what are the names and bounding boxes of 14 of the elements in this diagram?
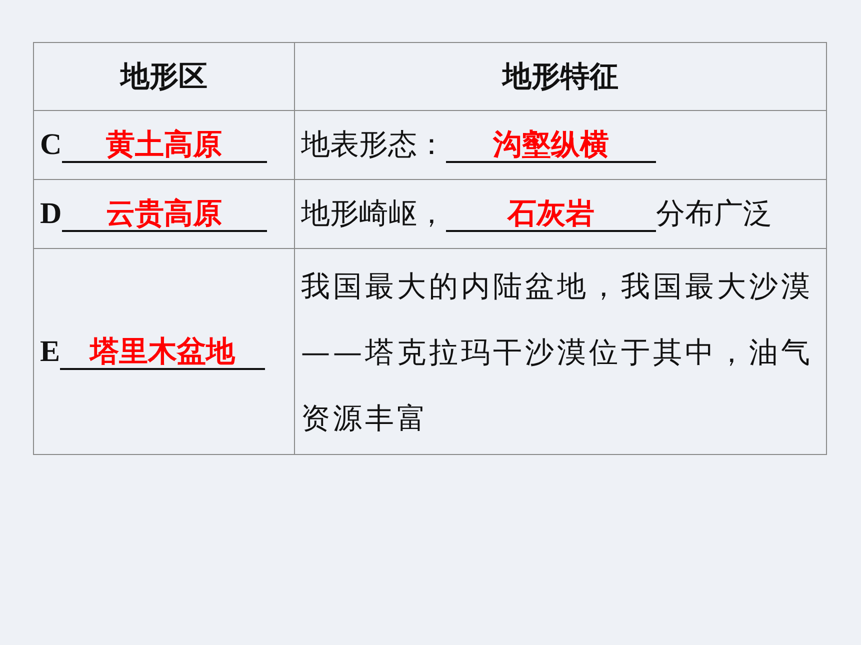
- column-header: 地形特征: [502, 58, 618, 92]
- cell-text: 地形崎岖，: [301, 196, 446, 230]
- cell-text: 地表形态：: [301, 127, 446, 161]
- column-header: 地形区: [120, 58, 208, 92]
- fill-in-line: 塔里木盆地: [60, 334, 266, 370]
- fill-in-line: 沟壑纵横: [446, 127, 656, 163]
- fill-in-line: 石灰岩: [446, 196, 656, 232]
- region-letter: C: [40, 128, 62, 161]
- region-letter: D: [40, 197, 62, 230]
- cell-text: 我国最大的内陆盆地，我国最大沙漠——塔克拉玛干沙漠位于其中，油气资源丰富: [301, 268, 814, 436]
- region-letter: E: [40, 334, 60, 368]
- cell-text: 分布广泛: [656, 196, 772, 230]
- fill-in-line: 黄土高原: [62, 127, 267, 163]
- fill-in-line: 云贵高原: [62, 196, 267, 232]
